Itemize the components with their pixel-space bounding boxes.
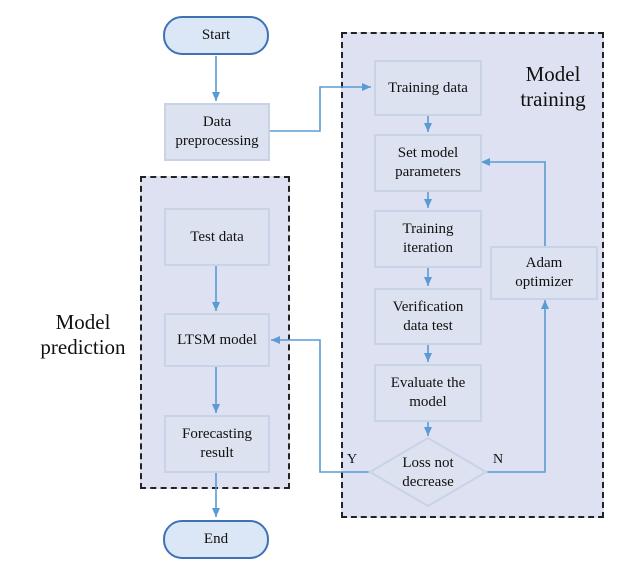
test-data-box: Test data <box>164 208 270 266</box>
end-terminal: End <box>163 520 269 559</box>
training-data-label: Training data <box>388 79 468 96</box>
data-preprocessing-box: Data preprocessing <box>164 103 270 161</box>
verification-data-test-box: Verification data test <box>374 288 482 345</box>
adam-optimizer-box: Adam optimizer <box>490 246 598 300</box>
end-label: End <box>203 531 229 547</box>
adam-optimizer-label: Adam optimizer <box>515 255 573 290</box>
ltsm-model-label: LTSM model <box>177 331 257 348</box>
test-data-label: Test data <box>190 228 244 245</box>
arrow-decision-no-to-adam <box>486 300 549 473</box>
yes-label: Y <box>347 452 358 467</box>
model-prediction-title: Model prediction <box>40 310 126 359</box>
forecasting-result-label: Forecasting result <box>182 426 252 461</box>
start-terminal: Start <box>163 16 269 55</box>
evaluate-model-label: Evaluate the model <box>390 375 466 410</box>
arrow-adam-to-set-params <box>481 158 546 246</box>
set-model-parameters-label: Set model parameters <box>395 145 461 180</box>
decision-diamond <box>368 436 488 508</box>
forecasting-result-box: Forecasting result <box>164 415 270 473</box>
start-label: Start <box>201 27 231 43</box>
training-iteration-box: Training iteration <box>374 210 482 268</box>
evaluate-model-box: Evaluate the model <box>374 364 482 422</box>
no-label: N <box>493 452 504 467</box>
arrow-decision-yes-to-ltsm <box>271 336 370 473</box>
verification-data-test-label: Verification data test <box>392 298 464 334</box>
arrow-preprocessing-to-training-data <box>269 83 371 132</box>
training-data-box: Training data <box>374 60 482 116</box>
set-model-parameters-box: Set model parameters <box>374 134 482 192</box>
training-iteration-label: Training iteration <box>402 221 454 256</box>
model-training-title: Model training <box>520 62 586 111</box>
data-preprocessing-label: Data preprocessing <box>175 114 259 149</box>
loss-decision-label: Loss not decrease <box>402 455 454 490</box>
ltsm-model-box: LTSM model <box>164 313 270 367</box>
